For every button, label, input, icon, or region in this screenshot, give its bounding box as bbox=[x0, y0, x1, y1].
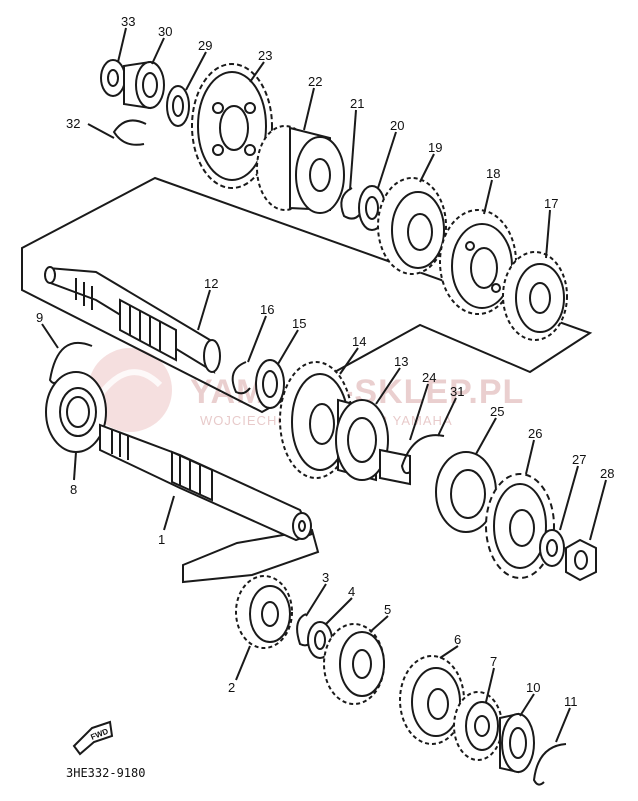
part-1-drive-axle bbox=[99, 423, 314, 542]
part-17-gear bbox=[502, 251, 568, 341]
part-7-gear bbox=[453, 691, 503, 761]
callout-26: 26 bbox=[528, 426, 542, 441]
part-15-washer bbox=[255, 359, 285, 409]
callout-33: 33 bbox=[121, 14, 135, 29]
part-33-circlip bbox=[100, 59, 126, 97]
callout-labels: 33 30 29 23 22 21 20 19 18 17 32 12 16 1… bbox=[36, 14, 614, 709]
part-19-gear bbox=[377, 177, 447, 275]
part-5-gear bbox=[323, 623, 385, 705]
callout-19: 19 bbox=[428, 140, 442, 155]
part-12-main-axle bbox=[44, 266, 221, 374]
callout-1: 1 bbox=[158, 532, 165, 547]
callout-9: 9 bbox=[36, 310, 43, 325]
callout-10: 10 bbox=[526, 680, 540, 695]
part-13-collar bbox=[335, 398, 411, 486]
part-32-circlip bbox=[112, 119, 147, 146]
callout-15: 15 bbox=[292, 316, 306, 331]
callout-7: 7 bbox=[490, 654, 497, 669]
part-18-gear bbox=[439, 209, 517, 315]
callout-22: 22 bbox=[308, 74, 322, 89]
callout-14: 14 bbox=[352, 334, 366, 349]
callout-21: 21 bbox=[350, 96, 364, 111]
callout-18: 18 bbox=[486, 166, 500, 181]
callout-29: 29 bbox=[198, 38, 212, 53]
callout-17: 17 bbox=[544, 196, 558, 211]
forward-arrow-icon: FWD bbox=[72, 720, 114, 756]
callout-2: 2 bbox=[228, 680, 235, 695]
part-26-sprocket bbox=[485, 473, 555, 579]
callout-32: 32 bbox=[66, 116, 80, 131]
part-11-circlip bbox=[532, 743, 567, 786]
callout-25: 25 bbox=[490, 404, 504, 419]
part-21-circlip bbox=[340, 187, 361, 220]
drive-axle-group-outline bbox=[182, 528, 320, 584]
callout-13: 13 bbox=[394, 354, 408, 369]
callout-31: 31 bbox=[450, 384, 464, 399]
callout-6: 6 bbox=[454, 632, 461, 647]
callout-20: 20 bbox=[390, 118, 404, 133]
part-23-gear bbox=[191, 63, 273, 189]
part-2-gear bbox=[235, 575, 293, 649]
part-30-bearing bbox=[123, 60, 165, 110]
callout-27: 27 bbox=[572, 452, 586, 467]
part-8-bearing bbox=[45, 371, 107, 453]
callout-23: 23 bbox=[258, 48, 272, 63]
part-4-washer bbox=[307, 621, 333, 659]
part-31-circlip bbox=[400, 434, 445, 475]
leader-lines bbox=[41, 27, 607, 743]
part-22-gear bbox=[256, 125, 345, 214]
part-28-nut bbox=[565, 538, 597, 582]
callout-16: 16 bbox=[260, 302, 274, 317]
callout-28: 28 bbox=[600, 466, 614, 481]
callout-12: 12 bbox=[204, 276, 218, 291]
callout-5: 5 bbox=[384, 602, 391, 617]
callout-30: 30 bbox=[158, 24, 172, 39]
callout-24: 24 bbox=[422, 370, 436, 385]
part-16-circlip bbox=[231, 361, 251, 395]
part-29-washer bbox=[166, 85, 190, 127]
callout-8: 8 bbox=[70, 482, 77, 497]
part-14-gear bbox=[279, 361, 353, 479]
part-27-lock-washer bbox=[539, 529, 565, 567]
part-10-bearing bbox=[499, 712, 535, 774]
callout-3: 3 bbox=[322, 570, 329, 585]
drawing-code: 3HE332-9180 bbox=[66, 766, 145, 780]
callout-11: 11 bbox=[564, 694, 578, 709]
main-axle-group-outline bbox=[21, 176, 593, 414]
callout-4: 4 bbox=[348, 584, 355, 599]
